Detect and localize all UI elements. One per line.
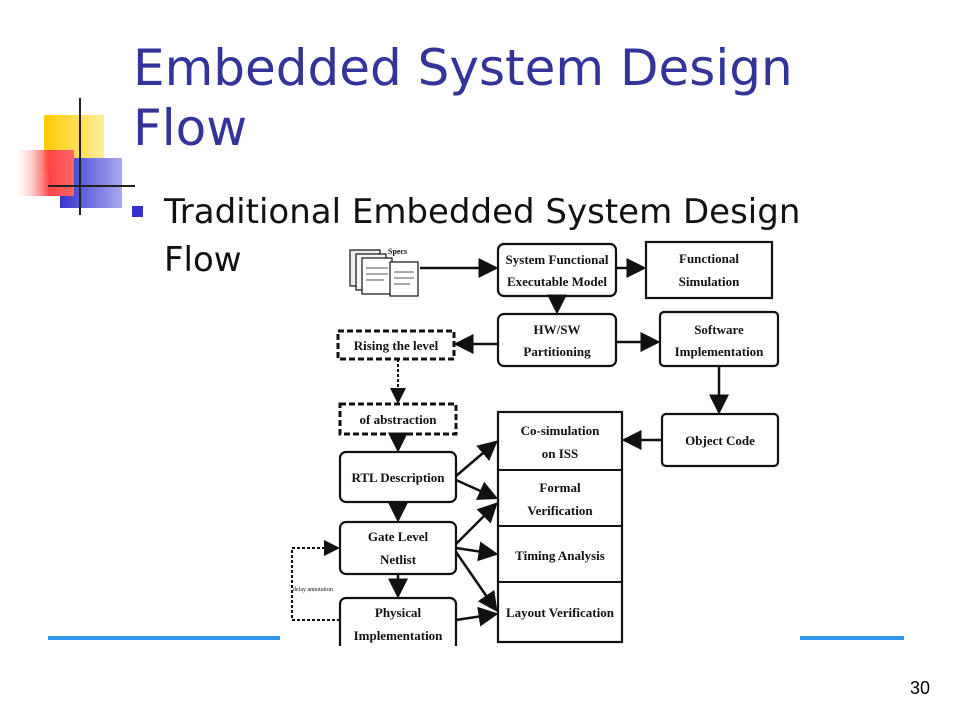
abstraction-box xyxy=(338,402,458,436)
specs-documents-icon xyxy=(349,249,419,297)
physical-implementation-line2: Implementation xyxy=(354,628,444,643)
timing-analysis-label: Timing Analysis xyxy=(515,548,605,563)
rising-level-box xyxy=(336,329,456,361)
bullet-marker xyxy=(132,206,143,217)
abstraction-label: of abstraction xyxy=(360,412,438,427)
system-functional-line2: Executable Model xyxy=(507,274,607,289)
logo-red-square xyxy=(12,150,74,196)
bullet-text: Traditional Embedded System Design Flow xyxy=(164,192,801,280)
arrow-physical-to-layout xyxy=(455,606,499,627)
hw-sw-partitioning-line1: HW/SW xyxy=(534,322,581,337)
arrow-rtl-to-formal xyxy=(455,478,499,500)
software-implementation-line2: Implementation xyxy=(675,344,765,359)
page-number: 30 xyxy=(909,678,931,698)
arrow-gate-to-layout xyxy=(454,551,498,613)
arrow-gate-to-formal xyxy=(455,502,498,545)
design-flow-diagram: Specs System Functional Executable Model… xyxy=(280,236,800,646)
rtl-description-label: RTL Description xyxy=(351,470,445,485)
arrow-rtl-to-cosim xyxy=(455,440,498,477)
delay-annotation-label: delay annotation xyxy=(293,587,333,593)
arrow-delay-annotation xyxy=(291,540,340,621)
hw-sw-partitioning-line2: Partitioning xyxy=(523,344,591,359)
gate-level-line2: Netlist xyxy=(380,552,417,567)
functional-simulation-line1: Functional xyxy=(679,251,739,266)
physical-implementation-line1: Physical xyxy=(375,605,422,620)
layout-verification-label: Layout Verification xyxy=(506,605,615,620)
object-code-label: Object Code xyxy=(685,433,755,448)
cosimulation-line2: on ISS xyxy=(542,446,579,461)
functional-simulation-line2: Simulation xyxy=(679,274,740,289)
rising-level-label: Rising the level xyxy=(354,338,439,353)
formal-verification-line1: Formal xyxy=(539,480,581,495)
slide-title: Embedded System Design Flow xyxy=(133,39,793,157)
cosimulation-line1: Co-simulation xyxy=(521,423,601,438)
arrow-gate-to-timing xyxy=(455,541,499,562)
specs-label: Specs xyxy=(388,247,407,256)
decorative-logo xyxy=(12,98,135,215)
footer-rule-right xyxy=(790,636,904,640)
gate-level-line1: Gate Level xyxy=(368,529,429,544)
functional-simulation-box xyxy=(644,240,774,300)
footer-rule-left xyxy=(48,636,284,640)
formal-verification-line2: Verification xyxy=(527,503,593,518)
system-functional-line1: System Functional xyxy=(506,252,609,267)
software-implementation-line1: Software xyxy=(694,322,744,337)
